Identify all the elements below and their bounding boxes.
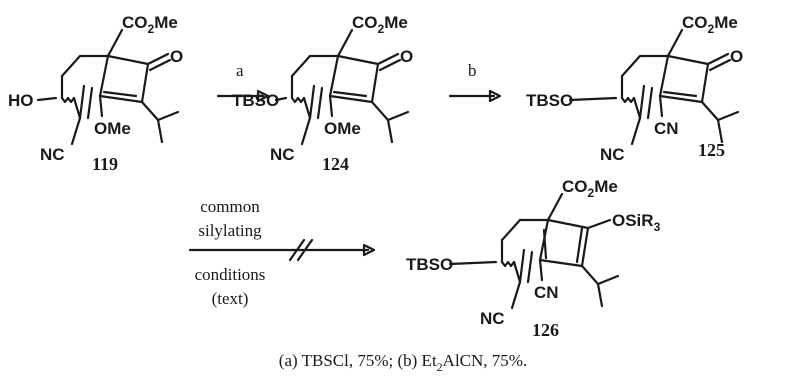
silyloxy-label: OSiR3 — [612, 211, 661, 234]
nitrile-label: NC — [480, 309, 505, 328]
nitrile-label: NC — [40, 145, 65, 164]
methoxy-label: OMe — [324, 119, 361, 138]
ester-label: CO2Me — [352, 13, 408, 36]
failed-conditions-top-2: silylating — [198, 221, 262, 240]
failed-arrow: common silylating conditions (text) — [188, 197, 376, 308]
ester-label: CO2Me — [682, 13, 738, 36]
methoxy-label: OMe — [94, 119, 131, 138]
silyl-ether-label: TBSO — [232, 91, 279, 110]
cyano-label: CN — [534, 283, 559, 302]
hydroxy-label: HO — [8, 91, 34, 110]
reagent-label-b: b — [468, 61, 477, 80]
ester-label: CO2Me — [562, 177, 618, 200]
reagent-label-a: a — [236, 61, 244, 80]
nitrile-label: NC — [270, 145, 295, 164]
footnote: (a) TBSCl, 75%; (b) Et2AlCN, 75%. — [279, 351, 527, 374]
ester-label: CO2Me — [122, 13, 178, 36]
cyano-label: CN — [654, 119, 679, 138]
failed-conditions-bottom-2: (text) — [212, 289, 249, 308]
compound-number: 125 — [698, 140, 725, 160]
nitrile-label: NC — [600, 145, 625, 164]
arrow-b: b — [448, 61, 502, 103]
compound-number: 126 — [532, 320, 559, 340]
silyl-ether-label: TBSO — [406, 255, 453, 274]
silyl-ether-label: TBSO — [526, 91, 573, 110]
compound-number: 124 — [322, 154, 349, 174]
compound-number: 119 — [92, 154, 118, 174]
failed-conditions-top-1: common — [200, 197, 260, 216]
ketone-oxygen: O — [730, 47, 743, 66]
compound-119: CO2Me O OMe NC HO 119 — [8, 13, 183, 174]
ketone-oxygen: O — [400, 47, 413, 66]
failed-conditions-bottom-1: conditions — [195, 265, 266, 284]
compound-125: CO2Me O CN NC TBSO 125 — [526, 13, 743, 164]
compound-124: CO2Me O OMe NC TBSO 124 — [232, 13, 413, 174]
compound-126: CO2Me OSiR3 CN NC TBSO 126 — [406, 177, 661, 340]
ketone-oxygen: O — [170, 47, 183, 66]
arrow-a: a — [216, 61, 270, 103]
